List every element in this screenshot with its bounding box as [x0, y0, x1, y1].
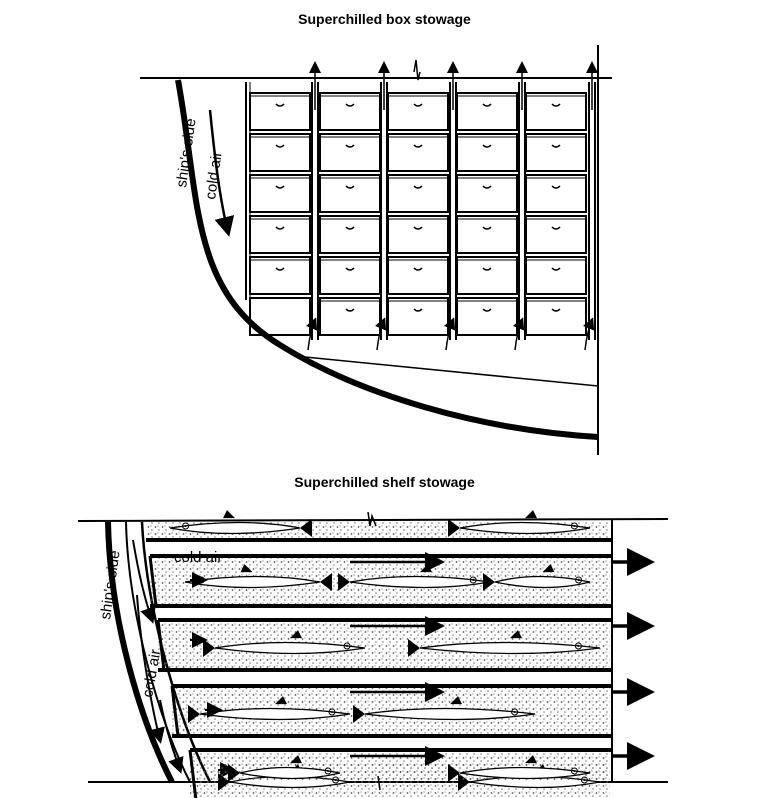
fish-box [319, 92, 381, 131]
fish-box [387, 92, 449, 131]
box-grid [249, 92, 587, 336]
fish-box [456, 174, 518, 213]
fish-box [319, 174, 381, 213]
ship-hull [175, 79, 599, 440]
fish-box [319, 133, 381, 172]
box-diagram-title: Superchilled box stowage [298, 11, 471, 27]
fish-box [456, 133, 518, 172]
fish-box [525, 256, 587, 295]
fish-shelf [170, 678, 655, 738]
fish-box [387, 133, 449, 172]
air-duct [583, 61, 598, 351]
fish-shelf [148, 548, 655, 608]
fish-box [525, 174, 587, 213]
shelf-stowage-diagram: ship's side cold air cold air [77, 510, 669, 798]
air-duct [444, 61, 459, 351]
fish-box [319, 215, 381, 254]
fish-box [456, 215, 518, 254]
fish-box [456, 297, 518, 336]
fish-box [387, 215, 449, 254]
fish-box [387, 174, 449, 213]
shelf-top [146, 510, 612, 542]
box-stowage-diagram: ship's side cold air [140, 45, 612, 455]
cold-air-label-inner: cold air [174, 549, 222, 566]
fish-box [525, 92, 587, 131]
fish-box [387, 256, 449, 295]
floor-line [304, 356, 599, 387]
fish-box [456, 92, 518, 131]
air-ducts [306, 61, 598, 351]
fish-box [249, 92, 311, 131]
fish-box [249, 256, 311, 295]
air-duct [513, 61, 528, 351]
ship-hull-2 [105, 521, 175, 784]
shelf-diagram-title: Superchilled shelf stowage [294, 474, 475, 490]
air-duct [375, 61, 390, 351]
fish-box [319, 297, 381, 336]
fish-box [249, 174, 311, 213]
fish-box [387, 297, 449, 336]
fish-box [319, 256, 381, 295]
cold-air-arrow [208, 109, 235, 237]
shelves [146, 510, 655, 798]
air-duct [306, 61, 321, 351]
fish-box [249, 215, 311, 254]
fish-box [525, 297, 587, 336]
fish-box [525, 215, 587, 254]
shelf-bottom [212, 755, 608, 782]
ships-side-label: ship's side [173, 117, 200, 188]
fish-box [525, 133, 587, 172]
fish-shelf [156, 612, 655, 672]
fish-box [456, 256, 518, 295]
fish-box [249, 297, 311, 336]
cold-air-label: cold air [202, 150, 226, 200]
fish-box [249, 133, 311, 172]
